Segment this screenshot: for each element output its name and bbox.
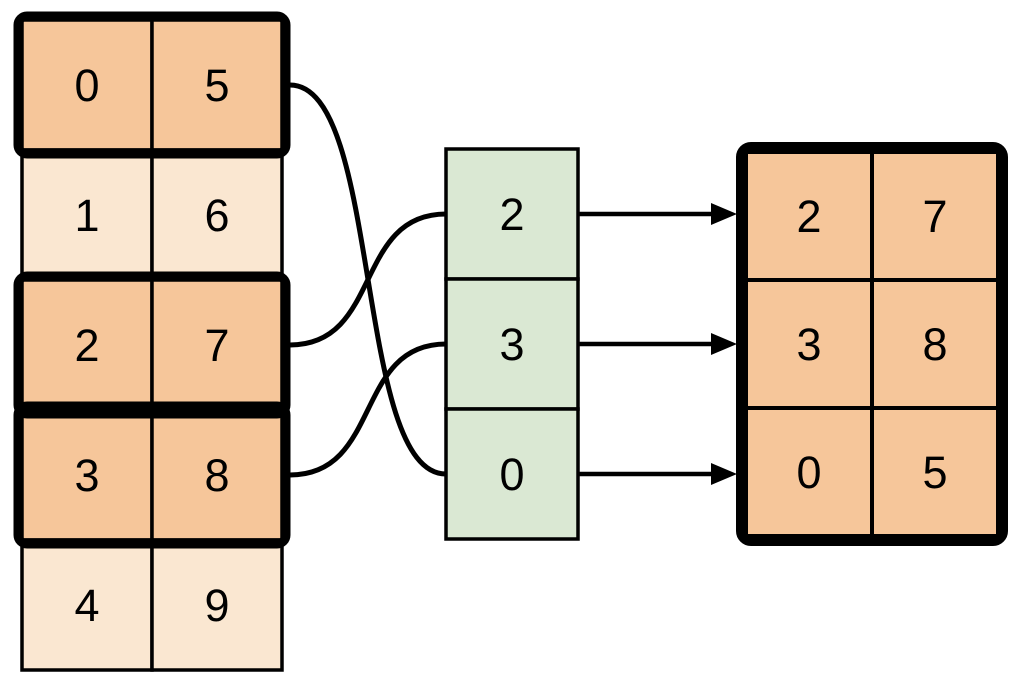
index-arrow-0 — [578, 203, 737, 225]
index-to-result-arrows — [578, 203, 737, 485]
result-cell-text: 2 — [796, 191, 821, 242]
result-cell-text: 3 — [796, 319, 821, 370]
index-column: 2 3 0 — [444, 147, 580, 541]
row-to-index-connectors — [289, 82, 447, 478]
source-cell-r1c1 — [150, 148, 284, 282]
source-cell-text: 5 — [204, 60, 229, 111]
row-highlight-2 — [13, 271, 291, 419]
mapping-curve-3 — [289, 341, 447, 478]
source-cell-text: 2 — [74, 320, 99, 371]
source-cell-r3c1 — [150, 408, 284, 542]
arrow-head-icon — [711, 333, 737, 355]
source-cell-text: 0 — [74, 60, 99, 111]
source-cell-text: 4 — [74, 580, 99, 631]
result-cell-r2c1 — [870, 406, 1000, 538]
result-cell-text: 0 — [796, 447, 821, 498]
result-table: 2 7 3 8 0 5 — [736, 142, 1008, 546]
source-cell-text: 6 — [204, 190, 229, 241]
source-cell-text: 7 — [204, 320, 229, 371]
result-cell-text: 8 — [922, 319, 947, 370]
source-cell-r2c1 — [150, 278, 284, 412]
index-cell-0 — [444, 147, 580, 281]
result-cell-text: 7 — [922, 191, 947, 242]
source-cell-text: 1 — [74, 190, 99, 241]
row-highlight-0 — [13, 11, 291, 159]
index-cell-text: 0 — [499, 449, 524, 500]
source-cell-text: 3 — [74, 450, 99, 501]
result-cell-text: 5 — [922, 447, 947, 498]
result-cell-r1c1 — [870, 278, 1000, 410]
source-cell-r4c0 — [20, 538, 154, 672]
index-cell-text: 3 — [499, 319, 524, 370]
arrow-head-icon — [711, 463, 737, 485]
source-cell-text: 8 — [204, 450, 229, 501]
index-cell-text: 2 — [499, 189, 524, 240]
source-cell-r4c1 — [150, 538, 284, 672]
index-cell-2 — [444, 407, 580, 541]
source-cell-r0c1 — [150, 18, 284, 152]
source-table: 0 5 1 6 2 7 3 8 4 9 — [13, 11, 291, 672]
arrow-head-icon — [711, 203, 737, 225]
row-highlight-3 — [13, 401, 291, 549]
mapping-curve-2 — [289, 211, 447, 348]
index-arrow-2 — [578, 463, 737, 485]
index-arrow-1 — [578, 333, 737, 355]
source-cell-text: 9 — [204, 580, 229, 631]
result-cell-r2c0 — [744, 406, 874, 538]
result-table-border — [736, 142, 1008, 546]
